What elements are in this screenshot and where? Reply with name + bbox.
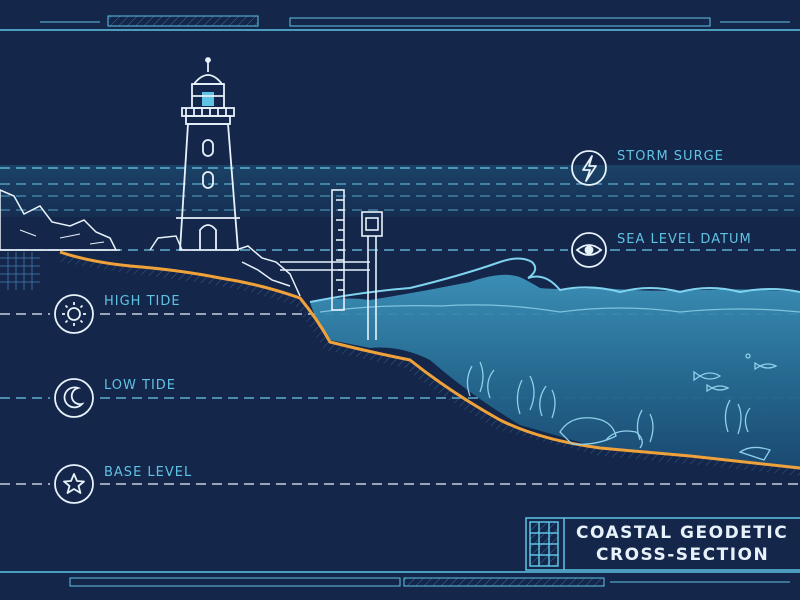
base-level-label: BASE LEVEL bbox=[104, 465, 193, 480]
grid-block bbox=[0, 252, 40, 290]
water-body bbox=[310, 274, 800, 470]
eye-icon bbox=[571, 232, 607, 268]
tide-gauge bbox=[280, 189, 383, 340]
seabed-line bbox=[59, 250, 800, 470]
ground-hatch bbox=[60, 252, 800, 476]
title-frame bbox=[525, 517, 800, 571]
title-line-1: COASTAL GEODETIC bbox=[576, 523, 789, 543]
star-icon bbox=[54, 464, 94, 504]
low-tide-label: LOW TIDE bbox=[104, 378, 176, 393]
bottom-frame bbox=[0, 571, 800, 587]
moon-icon bbox=[54, 378, 94, 418]
title-line-2: CROSS-SECTION bbox=[596, 545, 770, 565]
surge-band bbox=[0, 165, 800, 217]
seafloor-details bbox=[466, 353, 778, 461]
high-tide-label: HIGH TIDE bbox=[104, 294, 181, 309]
cliff-rocks bbox=[0, 189, 118, 251]
base-rocks bbox=[149, 235, 301, 297]
lightning-icon bbox=[571, 150, 607, 186]
wave-crest bbox=[309, 257, 800, 303]
sun-icon bbox=[54, 294, 94, 334]
sea-level-datum-label: SEA LEVEL DATUM bbox=[617, 232, 752, 247]
top-frame bbox=[0, 15, 800, 31]
storm-surge-label: STORM SURGE bbox=[617, 149, 724, 164]
lighthouse bbox=[176, 57, 240, 251]
